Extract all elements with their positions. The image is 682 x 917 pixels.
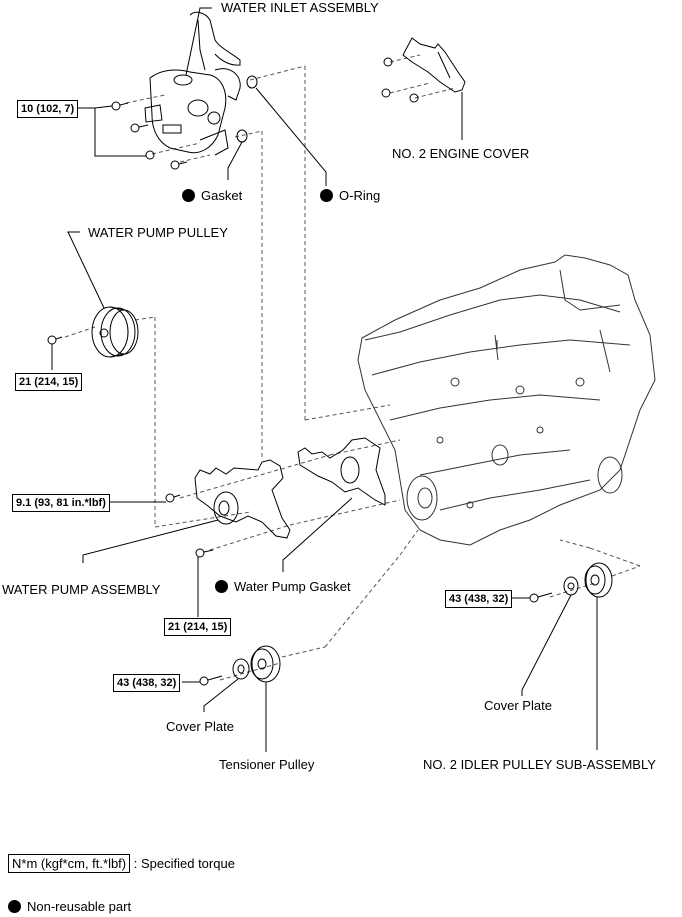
torque-water-pump-pulley-bolt: 21 (214, 15): [15, 373, 83, 392]
legend-torque: N*m (kgf*cm, ft.*lbf) : Specified torque: [8, 854, 235, 873]
water-inlet-assembly-drawing: [145, 12, 240, 155]
o-ring-text: O-Ring: [339, 188, 381, 203]
legend-non-reusable-text: Non-reusable part: [27, 899, 132, 914]
alignment-lines: [65, 55, 640, 680]
engine-block-drawing: [358, 255, 655, 545]
water-pump-pulley-drawing: [48, 307, 138, 357]
label-no2-idler-pulley: NO. 2 IDLER PULLEY SUB-ASSEMBLY: [423, 757, 656, 772]
label-water-pump-assembly: WATER PUMP ASSEMBLY: [2, 582, 161, 597]
legend-torque-unit: N*m (kgf*cm, ft.*lbf): [8, 854, 131, 873]
legend-torque-desc: : Specified torque: [133, 856, 235, 871]
label-cover-plate-right: Cover Plate: [484, 698, 552, 713]
non-reusable-dot-icon: [182, 189, 195, 202]
water-pump-gasket-text: Water Pump Gasket: [234, 579, 351, 594]
water-inlet-bolts: [112, 102, 187, 169]
label-water-pump-pulley: WATER PUMP PULLEY: [88, 225, 228, 240]
label-tensioner-pulley: Tensioner Pulley: [219, 757, 315, 772]
o-ring-part: [247, 76, 257, 88]
label-water-inlet-assembly: WATER INLET ASSEMBLY: [221, 0, 379, 15]
torque-water-inlet-bolts: 10 (102, 7): [17, 100, 79, 119]
non-reusable-dot-icon: [320, 189, 333, 202]
non-reusable-dot-icon: [215, 580, 228, 593]
torque-water-pump-bolt-small: 9.1 (93, 81 in.*lbf): [12, 494, 110, 513]
non-reusable-dot-icon: [8, 900, 21, 913]
label-cover-plate-left: Cover Plate: [166, 719, 234, 734]
label-water-pump-gasket: Water Pump Gasket: [215, 580, 351, 593]
torque-idler-pulley-bolt: 43 (438, 32): [445, 590, 513, 609]
label-no2-engine-cover: NO. 2 ENGINE COVER: [392, 146, 530, 161]
no2-engine-cover-drawing: [382, 38, 465, 102]
idler-pulley-drawing: [530, 563, 612, 602]
legend-non-reusable: Non-reusable part: [8, 900, 131, 913]
label-o-ring: O-Ring: [320, 189, 380, 202]
water-pump-assembly-drawing: [166, 460, 290, 557]
label-gasket: Gasket: [182, 189, 242, 202]
torque-tensioner-pulley-bolt: 43 (438, 32): [113, 674, 181, 693]
gasket-text: Gasket: [201, 188, 243, 203]
water-pump-gasket-drawing: [298, 438, 385, 505]
leader-lines: [52, 8, 597, 752]
torque-water-pump-bolt: 21 (214, 15): [164, 618, 232, 637]
tensioner-pulley-drawing: [200, 646, 280, 685]
